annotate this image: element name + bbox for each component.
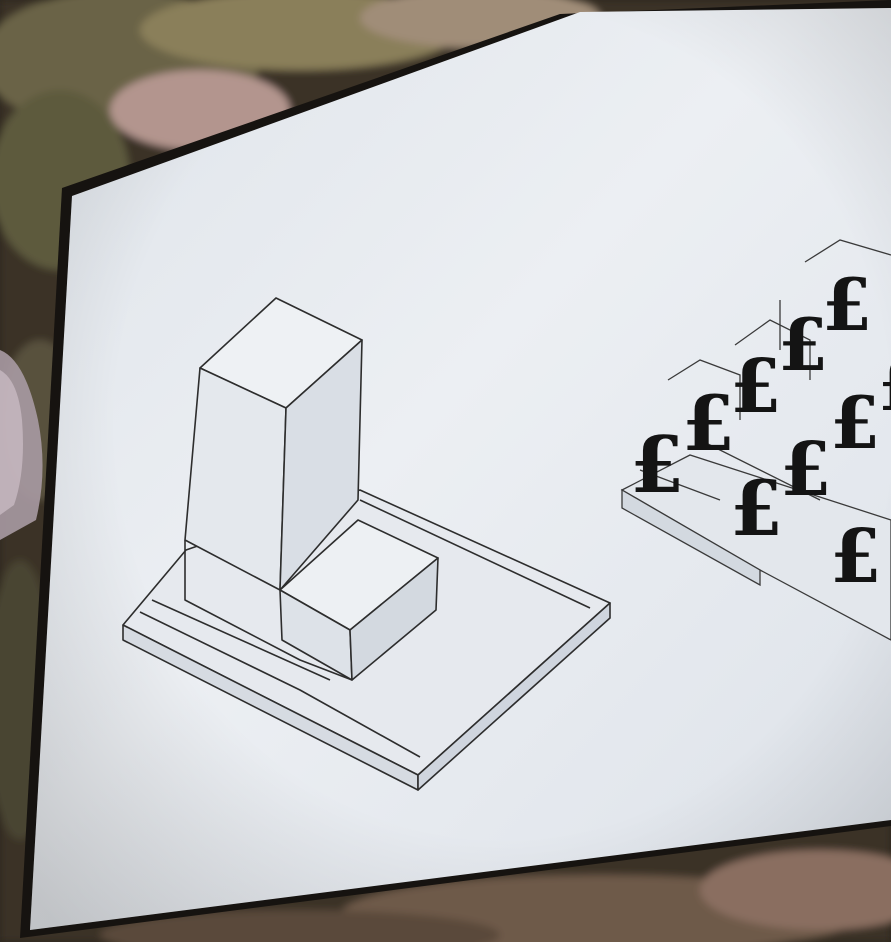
- pound-symbol: £: [780, 427, 832, 513]
- pound-symbol: £: [730, 344, 782, 430]
- pound-symbol: £: [778, 302, 828, 387]
- pound-symbol: £: [830, 514, 882, 600]
- pound-symbol: £: [830, 380, 880, 465]
- pound-symbol: £: [630, 420, 684, 511]
- pound-symbol: £: [878, 344, 891, 427]
- pound-symbol: £: [730, 464, 783, 553]
- pound-symbol: £: [822, 262, 872, 347]
- pound-symbol: £: [682, 379, 735, 468]
